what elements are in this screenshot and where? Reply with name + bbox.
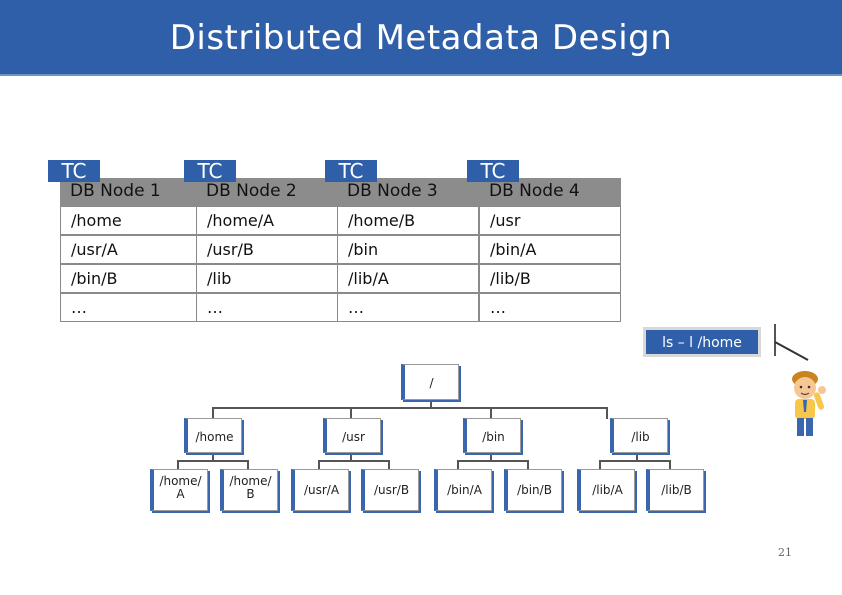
db-row: /usr: [479, 206, 621, 235]
tree-connector: [388, 460, 390, 470]
db-node-name: DB Node 4: [489, 181, 580, 201]
db-row-text: /usr/A: [71, 240, 118, 259]
db-row: /usr/B: [196, 235, 338, 264]
db-row-text: …: [207, 298, 223, 317]
db-row-text: /lib/A: [348, 269, 389, 288]
tree-connector: [318, 460, 390, 462]
tree-node-usr-b: /usr/B: [361, 469, 419, 511]
db-row-text: …: [71, 298, 87, 317]
db-row-text: /lib/B: [490, 269, 531, 288]
tree-connector: [457, 460, 459, 470]
db-row: /lib/A: [337, 264, 479, 293]
page-title: Distributed Metadata Design: [169, 18, 673, 58]
db-row: /lib/B: [479, 264, 621, 293]
db-row-text: /bin/A: [490, 240, 537, 259]
tree-node-home-a: /home/ A: [150, 469, 208, 511]
db-row: /home/B: [337, 206, 479, 235]
db-node-header: DB Node 1: [60, 178, 202, 206]
tree-node-lib: /lib: [610, 418, 668, 453]
tree-node-label: /lib: [631, 430, 650, 444]
db-row-text: /usr: [490, 211, 521, 230]
tree-node-lib-a: /lib/A: [577, 469, 635, 511]
db-row-text: …: [348, 298, 364, 317]
tree-node-usr-a: /usr/A: [291, 469, 349, 511]
tree-connector: [606, 407, 608, 419]
tree-connector: [177, 460, 179, 470]
db-row: …: [196, 293, 338, 322]
tree-node-label: /usr/B: [373, 483, 410, 497]
db-row: /lib: [196, 264, 338, 293]
db-row: …: [479, 293, 621, 322]
tree-connector: [599, 460, 671, 462]
speech-pointer: [774, 324, 776, 356]
db-row-text: /usr/B: [207, 240, 254, 259]
db-node-name: DB Node 3: [347, 181, 438, 201]
tree-connector: [212, 407, 214, 419]
tree-node-home: /home: [184, 418, 242, 453]
tree-node-label: /usr: [342, 430, 365, 444]
db-row-text: /lib: [207, 269, 232, 288]
tree-connector: [490, 453, 492, 461]
db-row: /bin/A: [479, 235, 621, 264]
db-row: …: [337, 293, 479, 322]
person-icon: [792, 371, 826, 436]
tree-connector: [212, 453, 214, 461]
page-number: 21: [778, 546, 792, 559]
tree-connector: [669, 460, 671, 470]
command-box: ls – l /home: [643, 327, 761, 357]
tree-node-label: /home/ A: [159, 474, 202, 501]
db-row: /home: [60, 206, 202, 235]
db-node-name: DB Node 1: [70, 181, 161, 201]
db-row-text: /bin: [348, 240, 379, 259]
tc-label: TC: [48, 160, 100, 182]
title-bar: Distributed Metadata Design: [0, 0, 842, 76]
tree-node-lib-b: /lib/B: [646, 469, 704, 511]
tree-node-label: /bin: [482, 430, 505, 444]
tree-node-label: /: [429, 376, 434, 390]
tc-label: TC: [184, 160, 236, 182]
tree-node-root: /: [401, 364, 459, 400]
tree-connector: [457, 460, 529, 462]
tree-node-label: /lib/A: [592, 483, 623, 497]
db-row-text: /bin/B: [71, 269, 118, 288]
command-text: ls – l /home: [662, 335, 742, 351]
tree-connector: [318, 460, 320, 470]
tree-node-bin-b: /bin/B: [504, 469, 562, 511]
tree-connector: [350, 453, 352, 461]
db-row-text: /home: [71, 211, 122, 230]
db-row: /home/A: [196, 206, 338, 235]
tree-connector: [490, 407, 492, 419]
db-row: /usr/A: [60, 235, 202, 264]
tree-connector: [350, 407, 352, 419]
db-node-header: DB Node 4: [479, 178, 621, 206]
tree-node-label: /home: [195, 430, 234, 444]
tree-connector: [527, 460, 529, 470]
tree-node-label: /home/ B: [229, 474, 272, 501]
db-node-header: DB Node 3: [337, 178, 479, 206]
db-node-name: DB Node 2: [206, 181, 297, 201]
tc-label: TC: [325, 160, 377, 182]
db-row-text: /home/B: [348, 211, 416, 230]
tree-node-label: /lib/B: [661, 483, 692, 497]
tree-node-label: /bin/A: [447, 483, 482, 497]
db-row: …: [60, 293, 202, 322]
tree-connector: [212, 407, 608, 409]
tree-node-label: /bin/B: [517, 483, 552, 497]
tree-node-usr: /usr: [323, 418, 381, 453]
tree-node-home-b: /home/ B: [220, 469, 278, 511]
db-row-text: …: [490, 298, 506, 317]
tc-label: TC: [467, 160, 519, 182]
tree-connector: [599, 460, 601, 470]
db-row: /bin: [337, 235, 479, 264]
tree-node-bin-a: /bin/A: [434, 469, 492, 511]
tree-node-bin: /bin: [463, 418, 521, 453]
tree-node-label: /usr/A: [303, 483, 340, 497]
tree-connector: [247, 460, 249, 470]
db-row: /bin/B: [60, 264, 202, 293]
db-row-text: /home/A: [207, 211, 275, 230]
tree-connector: [636, 453, 638, 461]
tree-connector: [430, 400, 432, 408]
db-node-header: DB Node 2: [196, 178, 338, 206]
tree-connector: [177, 460, 249, 462]
